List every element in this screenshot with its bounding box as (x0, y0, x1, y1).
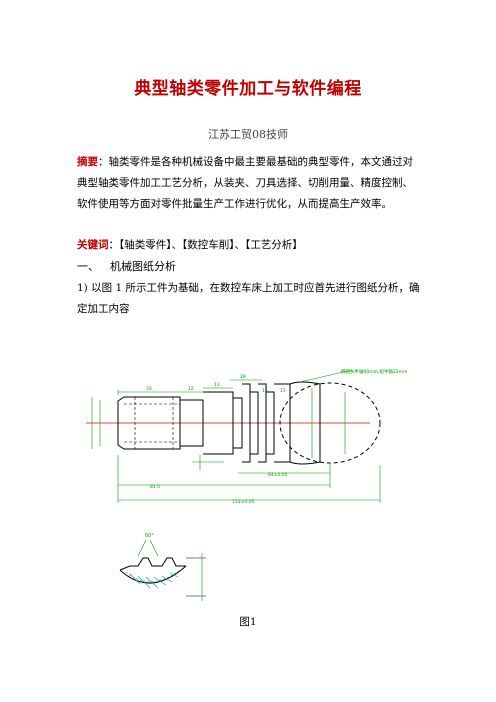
dim-label: 12 (188, 386, 194, 392)
dim-mid-label: 81.5 (150, 484, 160, 490)
abstract-label: 摘要 (77, 156, 98, 168)
dim-label: 15 (262, 388, 268, 394)
dim-label: 15 (280, 388, 286, 394)
author-line: 江苏工贸08技师 (208, 128, 288, 141)
abstract-paragraph: 摘要：轴类零件是各种机械设备中最主要最基础的典型零件，本文通过对典型轴类零件加工… (77, 152, 421, 215)
keywords-label: 关键词 (77, 239, 109, 251)
figure-caption: 图1 (239, 616, 257, 628)
abstract-text: ：轴类零件是各种机械设备中最主要最基础的典型零件，本文通过对典型轴类零件加工工艺… (77, 156, 413, 210)
ellipse-note: 椭圆长半轴40mm,短半轴22mm (341, 368, 407, 375)
dim-label: 33 (146, 386, 152, 392)
shaft-outline (117, 383, 291, 463)
keywords-line: 关键词：【轴类零件】、【数控车削】、【工艺分析】 (77, 235, 421, 256)
document-title: 典型轴类零件加工与软件编程 (134, 79, 362, 99)
keywords-text: ：【轴类零件】、【数控车削】、【工艺分析】 (108, 239, 303, 251)
dim-total-label: 153±0.05 (232, 499, 255, 505)
dim-label: 18 (240, 374, 246, 380)
section-number: 一、 (77, 260, 99, 273)
dimension-lines (91, 369, 381, 503)
step-text: 以图 1 所示工件为基础，在数控车床上加工时应首先进行图纸分析，确定加工内容 (77, 282, 420, 315)
step-number: 1) (77, 282, 88, 294)
detail-view: 60° (119, 533, 206, 601)
detail-angle-label: 60° (145, 533, 154, 539)
ellipse-head (289, 381, 321, 465)
section-title: 机械图纸分析 (110, 260, 176, 273)
dim-right-label: 64±0.05 (268, 472, 288, 478)
dim-label: 13 (214, 382, 220, 388)
hidden-lines (124, 397, 180, 449)
step-item: 1) 以图 1 所示工件为基础，在数控车床上加工时应首先进行图纸分析，确定加工内… (77, 278, 421, 320)
dimension-labels: 33 12 13 18 15 15 153±0.05 81.5 64±0.05 … (146, 368, 407, 505)
section-heading: 一、机械图纸分析 (77, 256, 176, 277)
